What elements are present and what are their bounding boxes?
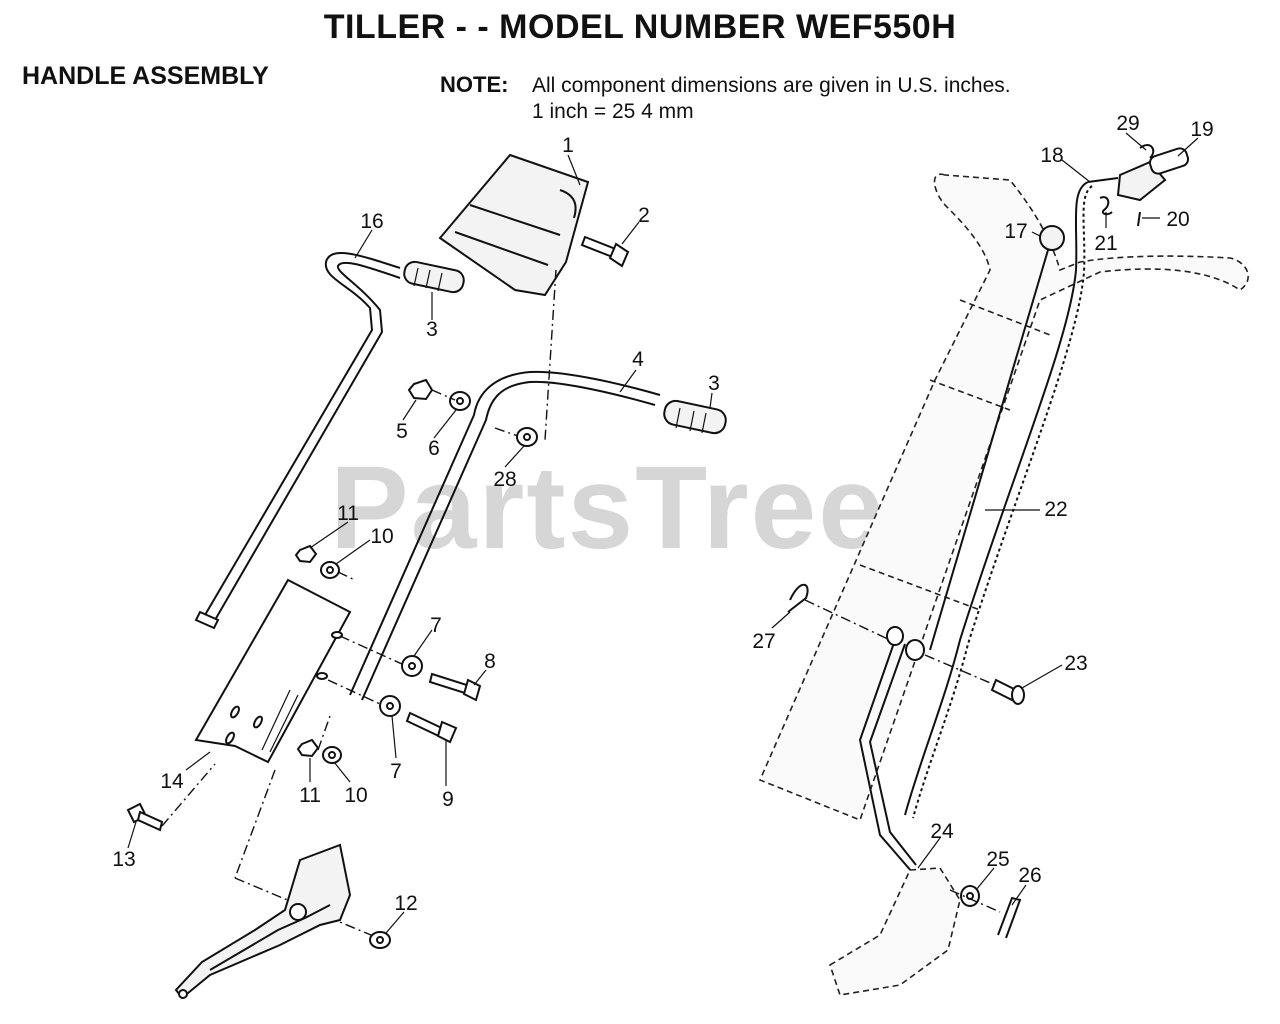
callout-1: 1 <box>562 134 574 157</box>
callout-27: 27 <box>752 630 775 653</box>
section-title: HANDLE ASSEMBLY <box>22 62 269 90</box>
callout-18: 18 <box>1040 144 1063 167</box>
right-handle-ghost <box>758 173 1249 822</box>
callout-20: 20 <box>1166 208 1189 231</box>
callout-26: 26 <box>1018 864 1041 887</box>
part-7-spacer-upper <box>401 655 423 677</box>
part-16-left-handle <box>194 252 401 630</box>
part-26-pin <box>997 896 1022 939</box>
callout-11b: 11 <box>299 784 321 807</box>
callout-16: 16 <box>360 210 383 233</box>
part-11-nut-lower <box>296 738 320 758</box>
callout-19: 19 <box>1190 118 1213 141</box>
part-13-bolt <box>126 802 164 832</box>
note-label: NOTE: <box>440 72 509 97</box>
part-7-spacer-lower <box>379 695 401 717</box>
callout-28: 28 <box>493 468 516 491</box>
callout-7a: 7 <box>430 614 442 637</box>
callout-11a: 11 <box>337 502 359 525</box>
part-28-washer <box>516 427 538 447</box>
part-12-nut <box>369 931 391 949</box>
callout-10b: 10 <box>344 784 367 807</box>
part-11-nut-upper <box>294 544 318 564</box>
page-title: TILLER - - MODEL NUMBER WEF550H <box>323 8 957 46</box>
part-19-control-lever <box>1087 147 1190 202</box>
callout-3a: 3 <box>426 318 438 341</box>
callout-7b: 7 <box>390 760 402 783</box>
part-1-console <box>438 153 590 297</box>
part-3-grip-lower <box>663 399 727 435</box>
part-8-bolt <box>428 672 482 702</box>
part-17-knob <box>929 225 1065 651</box>
part-10-washer-upper <box>320 561 340 579</box>
callout-8: 8 <box>484 650 496 673</box>
part-23-bolt <box>990 678 1025 705</box>
callout-10a: 10 <box>370 525 393 548</box>
callout-21: 21 <box>1094 232 1117 255</box>
left-frame-bracket <box>174 843 352 1000</box>
callout-24: 24 <box>930 820 954 843</box>
callout-9: 9 <box>442 788 454 811</box>
callout-12: 12 <box>394 892 417 915</box>
part-5-nut <box>407 378 434 401</box>
callout-2: 2 <box>638 204 650 227</box>
callout-5: 5 <box>396 420 408 443</box>
part-3-grip-upper <box>403 260 465 294</box>
callout-22: 22 <box>1044 498 1067 521</box>
part-20-pin <box>1137 211 1141 227</box>
part-9-bolt <box>405 711 458 744</box>
callout-4: 4 <box>632 348 644 371</box>
callout-29: 29 <box>1116 112 1139 135</box>
callout-17: 17 <box>1004 220 1027 243</box>
callout-labels: 1 2 3 3 4 5 6 7 7 8 9 10 10 11 11 12 13 … <box>112 112 1213 915</box>
callout-25: 25 <box>986 848 1009 871</box>
callout-13: 13 <box>112 848 135 871</box>
note-line-1: All component dimensions are given in U.… <box>532 74 1011 97</box>
part-27-clip <box>787 583 809 613</box>
right-frame-bracket <box>829 867 961 996</box>
part-6-washer <box>449 391 471 411</box>
part-22-cable <box>904 181 1093 819</box>
part-21-clip <box>1099 196 1113 216</box>
callout-3b: 3 <box>708 372 720 395</box>
part-10-washer-lower <box>322 746 342 764</box>
callout-14: 14 <box>160 770 184 793</box>
part-2-bolt <box>580 235 630 268</box>
part-14-bracket-plate <box>194 578 352 764</box>
callout-6: 6 <box>428 437 440 460</box>
part-24-rod <box>858 639 917 873</box>
callout-23: 23 <box>1064 652 1087 675</box>
note-line-2: 1 inch = 25 4 mm <box>532 100 694 123</box>
leader-lines <box>127 132 1199 934</box>
watermark: PartsTree <box>330 442 886 574</box>
